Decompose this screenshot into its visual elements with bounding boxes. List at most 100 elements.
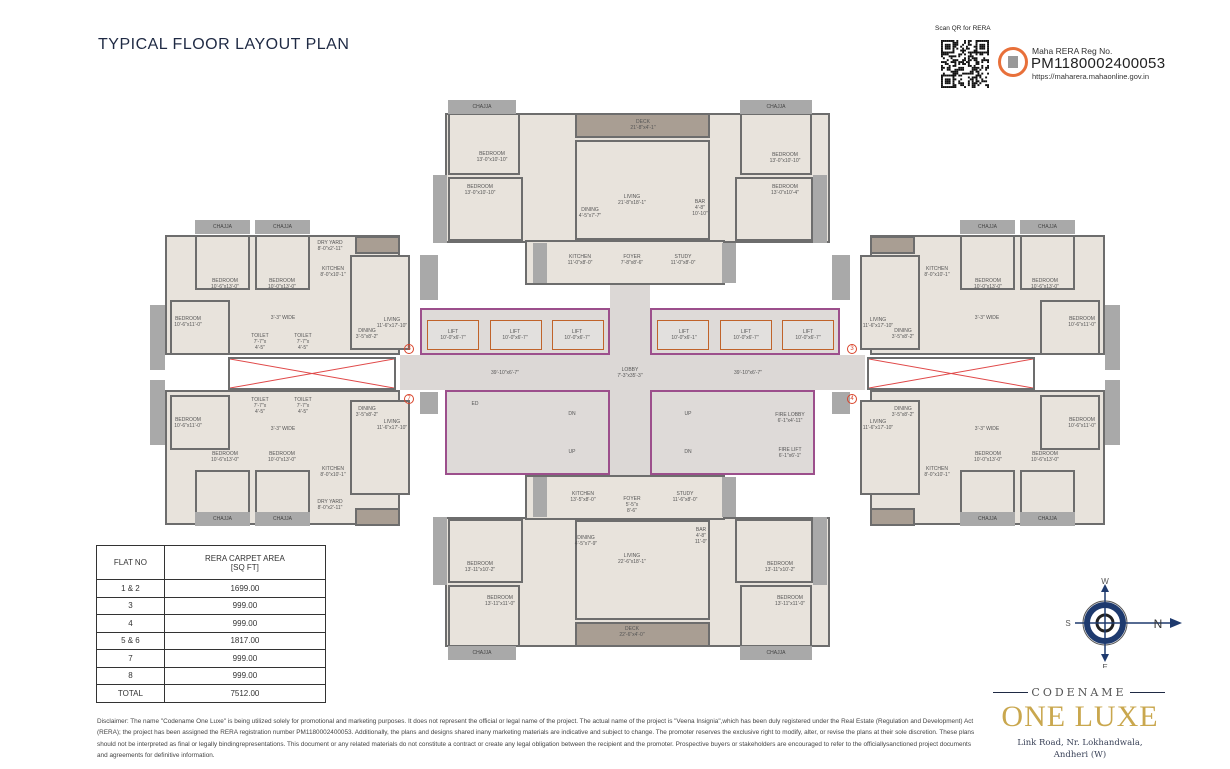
room (448, 113, 520, 175)
chajja: CHAJJA (195, 512, 250, 526)
chajja (722, 243, 736, 283)
room (740, 113, 812, 175)
room (735, 177, 813, 241)
room-label: DINING 3'-5"x8'-2" (891, 328, 915, 340)
room (735, 519, 813, 583)
room (860, 255, 920, 350)
room-label: 39'-10"x6'-7" (491, 370, 519, 376)
rera-url[interactable]: https://maharera.mahaonline.gov.in (1032, 72, 1150, 81)
room (255, 235, 310, 290)
room (575, 113, 710, 138)
lift-car (720, 320, 772, 350)
room (355, 236, 400, 254)
room-label: STUDY 11'-0"x8'-0" (670, 254, 696, 266)
qr-code[interactable] (940, 40, 990, 88)
col-carpet-area: RERA CARPET AREA [SQ FT] (163, 545, 327, 580)
rera-caption: Maha RERA Reg No. (1032, 46, 1113, 56)
room (525, 475, 725, 520)
open-void (228, 357, 396, 390)
room-label: LIFT 10'-0"x6'-7" (564, 329, 590, 341)
compass-n: N (1154, 617, 1163, 631)
room-label: FOYER 5'-5"x 8'-6" (623, 496, 641, 514)
room (355, 508, 400, 526)
chajja: CHAJJA (960, 220, 1015, 234)
room-label: DINING 3'-5"x8'-2" (355, 406, 379, 418)
carpet-area: 999.00 (163, 614, 327, 633)
flat-number-marker: 3 (847, 344, 857, 354)
room-label: DINING 3'-5"x8'-2" (891, 406, 915, 418)
chajja: CHAJJA (255, 220, 310, 234)
compass-e: E (1102, 663, 1107, 668)
room-label: LIVING 21'-8"x18'-1" (618, 194, 646, 206)
room-label: TOILET 7'-7"x 4'-5" (294, 397, 312, 415)
chajja (433, 517, 447, 585)
address-line-2: Andheri (W) (1053, 750, 1107, 760)
room-label: BEDROOM 10'-0"x13'-0" (268, 451, 296, 463)
room-label: STUDY 11'-6"x8'-0" (672, 491, 698, 503)
room-label: BEDROOM 13'-11"x10'-2" (764, 561, 796, 573)
room (195, 235, 250, 290)
flat-no: 4 (96, 614, 165, 633)
room-label: LIFT 10'-0"x6'-1" (671, 329, 697, 341)
room-label: DINING 4'-5"x7'-7" (578, 207, 602, 219)
room-label: KITCHEN 8'-0"x10'-1" (924, 266, 950, 278)
chajja: CHAJJA (740, 646, 812, 660)
room-label: LIFT 10'-0"x6'-7" (502, 329, 528, 341)
room-label: DRY YARD 8'-0"x2'-11" (317, 499, 343, 511)
room (1040, 300, 1100, 355)
room-label: 3'-3" WIDE (270, 315, 296, 321)
room-label: BEDROOM 13'-11"x11'-0" (774, 595, 806, 607)
room-label: BEDROOM 10'-6"x11'-0" (174, 417, 202, 429)
room-label: KITCHEN 8'-0"x10'-1" (320, 466, 346, 478)
room-label: LIFT 10'-0"x6'-7" (440, 329, 466, 341)
room-label: 3'-3" WIDE (974, 426, 1000, 432)
carpet-area: 7512.00 (163, 684, 327, 703)
room-label: BAR 4'-8" 10'-10" (692, 199, 708, 217)
room-label: BEDROOM 10'-6"x13'-0" (1031, 278, 1059, 290)
room (575, 622, 710, 647)
compass-s: S (1065, 619, 1070, 628)
room (575, 140, 710, 240)
chajja: CHAJJA (255, 512, 310, 526)
room-label: DECK 22'-6"x4'-0" (619, 626, 645, 638)
flat-no: 5 & 6 (96, 631, 165, 650)
lift-car (657, 320, 709, 350)
room (350, 255, 410, 350)
staircase-left (445, 390, 610, 475)
room-label: TOILET 7'-7"x 4'-5" (294, 333, 312, 351)
lift-car (552, 320, 604, 350)
room (448, 177, 523, 241)
carpet-area: 999.00 (163, 666, 327, 685)
room-label: TOILET 7'-7"x 4'-5" (251, 397, 269, 415)
room-label: BEDROOM 10'-6"x11'-0" (174, 316, 202, 328)
room-label: LIVING 11'-6"x17'-10" (862, 317, 894, 329)
carpet-area: 1817.00 (163, 631, 327, 650)
chajja: CHAJJA (960, 512, 1015, 526)
open-void (867, 357, 1035, 390)
room-label: BAR 4'-8" 11'-0" (694, 527, 708, 545)
brand-codename: CODENAME (993, 686, 1165, 699)
lift-car (782, 320, 834, 350)
room (960, 235, 1015, 290)
chajja (420, 255, 438, 300)
room-label: BEDROOM 13'-11"x10'-2" (464, 561, 496, 573)
chajja (1105, 380, 1120, 445)
room-label: DRY YARD 8'-0"x2'-11" (317, 240, 343, 252)
room-label: KITCHEN 13'-5"x8'-0" (570, 491, 596, 503)
chajja (813, 175, 827, 243)
brand-address: Link Road, Nr. Lokhandwala,Andheri (W) (990, 737, 1170, 761)
room-label: BEDROOM 13'-0"x10'-10" (476, 151, 508, 163)
room-label: BEDROOM 10'-0"x13'-0" (268, 278, 296, 290)
room (870, 236, 915, 254)
room-label: BEDROOM 10'-6"x13'-0" (211, 451, 239, 463)
room (170, 395, 230, 450)
chajja: CHAJJA (1020, 512, 1075, 526)
room-label: FIRE LOBBY 6'-1"x4'-11" (775, 412, 805, 424)
room-label: BEDROOM 10'-6"x11'-0" (1068, 316, 1096, 328)
chajja (832, 255, 850, 300)
flat-number-marker: 8 (404, 344, 414, 354)
